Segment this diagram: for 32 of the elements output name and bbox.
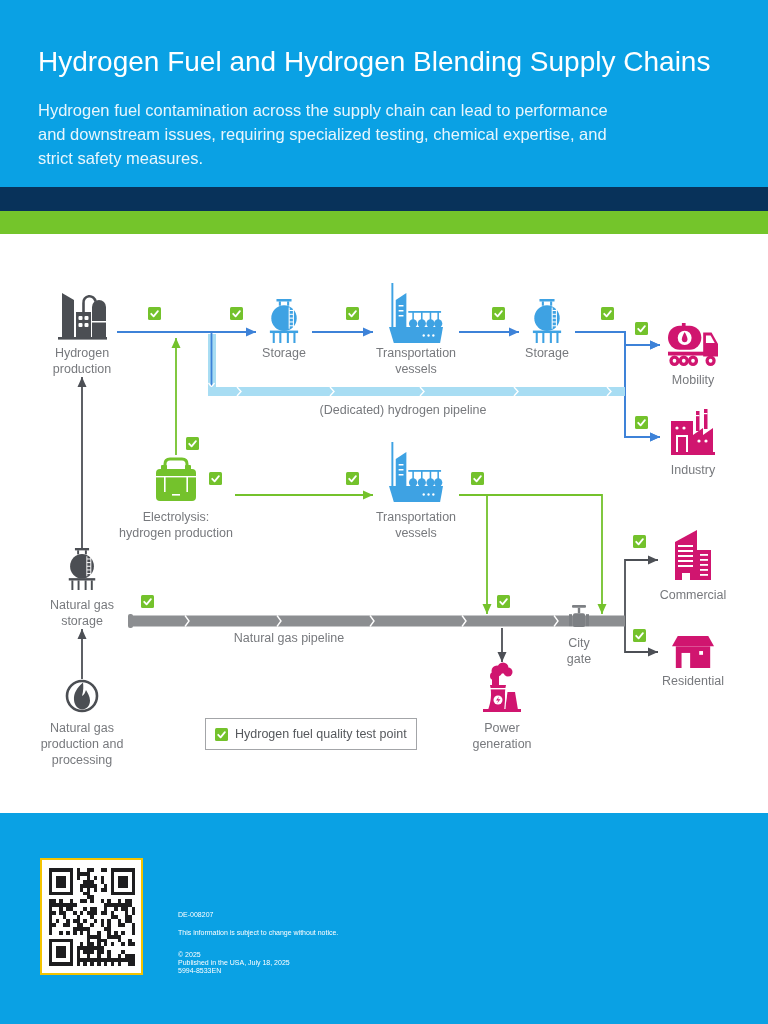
node-label: Natural gas storage xyxy=(49,597,115,629)
arrow xyxy=(624,555,659,622)
arrow xyxy=(77,628,87,680)
arrow xyxy=(624,390,661,442)
node-label: Electrolysis: hydrogen production xyxy=(118,509,234,541)
node-label: Industry xyxy=(669,462,717,478)
title: Hydrogen Fuel and Hydrogen Blending Supply Chains xyxy=(38,45,711,79)
arrow xyxy=(171,337,181,456)
node-label: Transportation vessels xyxy=(374,345,458,377)
arrow xyxy=(311,327,374,337)
arrow xyxy=(624,340,661,392)
arrow xyxy=(116,331,216,388)
node-label: Transportation vessels xyxy=(374,509,458,541)
node-label: City gate xyxy=(565,635,593,667)
node-label: Storage xyxy=(524,345,570,361)
node-label: Storage xyxy=(261,345,307,361)
node-label: Mobility xyxy=(670,372,716,388)
node-label: Residential xyxy=(661,673,725,689)
node-label: Commercial xyxy=(658,587,728,603)
arrow xyxy=(234,490,374,500)
legend-label: Hydrogen fuel quality test point xyxy=(235,727,407,741)
node-label: Natural gas production and processing xyxy=(39,720,125,768)
pipeline-label: (Dedicated) hydrogen pipeline xyxy=(319,402,487,418)
arrow xyxy=(624,620,659,657)
pipeline-label: Natural gas pipeline xyxy=(233,630,345,646)
arrow xyxy=(458,494,607,615)
node-label: Hydrogen production xyxy=(51,345,113,377)
arrow xyxy=(77,376,87,549)
subtitle: Hydrogen fuel contamination across the supply chain can lead to performance and downstream issues, requiring specialized testing, chemical expertise, and strict safety measures. xyxy=(38,100,609,169)
node-label: Power generation xyxy=(471,720,533,752)
arrow xyxy=(458,327,520,337)
arrow xyxy=(497,627,507,663)
